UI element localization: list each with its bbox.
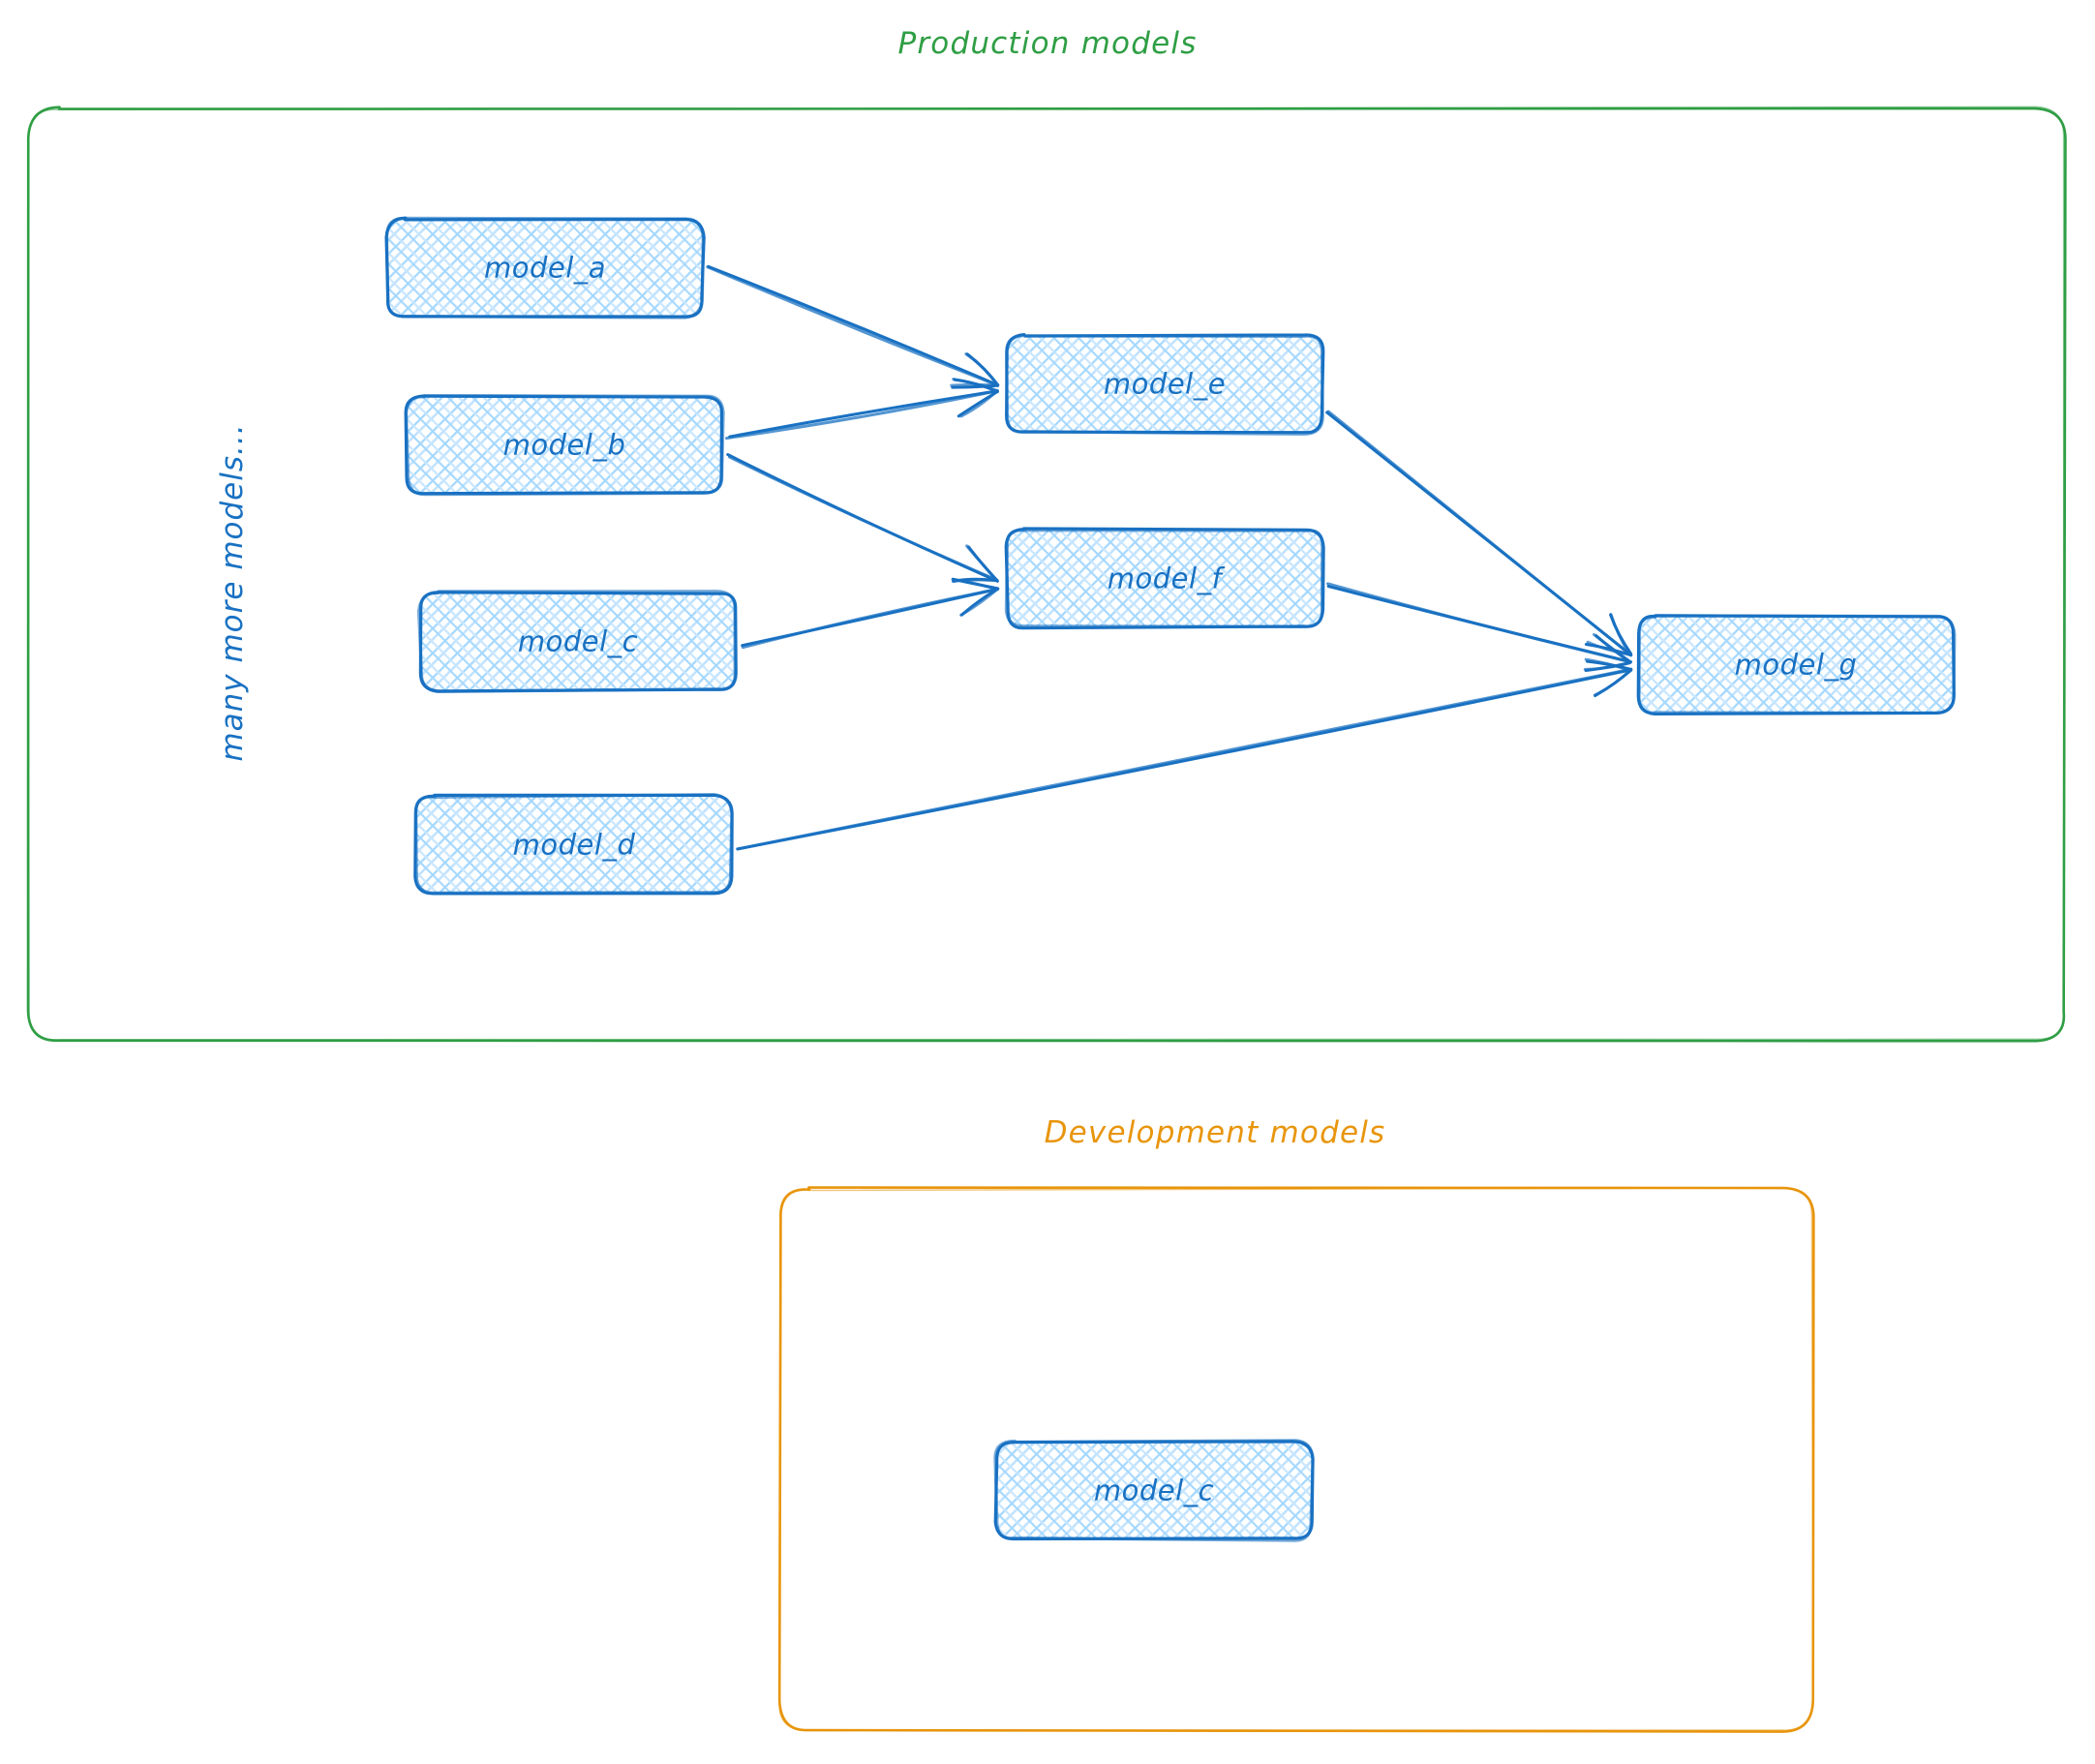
edge-model_f-to-model_g[interactable] [1326, 582, 1633, 673]
node-model_e[interactable] [1004, 332, 1325, 437]
nodes-layer [384, 216, 1957, 1542]
edges-layer [706, 264, 1633, 851]
group-title-production: Production models [897, 26, 1197, 61]
node-label-model_f: model_f [1108, 563, 1226, 595]
node-model_c[interactable] [416, 590, 738, 693]
group-title-development: Development models [1045, 1115, 1386, 1150]
node-model_b[interactable] [404, 394, 725, 497]
node-model_g[interactable] [1636, 614, 1957, 716]
group-containers-layer [26, 106, 2067, 1733]
edge-model_a-to-model_e[interactable] [706, 264, 1000, 389]
edge-model_d-to-model_g[interactable] [736, 657, 1633, 851]
edge-model_c-to-model_f[interactable] [741, 577, 1000, 650]
node-label-model_d: model_d [513, 829, 636, 862]
node-label-model_a: model_a [484, 252, 606, 285]
node-label-model_b: model_b [503, 429, 626, 462]
node-label-model_g: model_g [1735, 649, 1858, 682]
edge-model_b-to-model_e[interactable] [724, 378, 999, 441]
node-model_d[interactable] [413, 793, 734, 896]
group-container-development[interactable] [777, 1186, 1815, 1733]
side-note-many-more-models: many more models... [215, 423, 250, 761]
node-model_a[interactable] [384, 216, 706, 319]
edge-model_b-to-model_f[interactable] [726, 453, 999, 583]
group-container-production[interactable] [26, 106, 2067, 1043]
node-label-model_e: model_e [1104, 368, 1226, 401]
node-label-model_c: model_c [518, 625, 638, 658]
node-label-dev_model_c: model_c [1094, 1475, 1214, 1507]
node-model_f[interactable] [1004, 527, 1325, 630]
node-dev_model_c[interactable] [993, 1439, 1315, 1542]
edge-model_e-to-model_g[interactable] [1325, 410, 1633, 657]
